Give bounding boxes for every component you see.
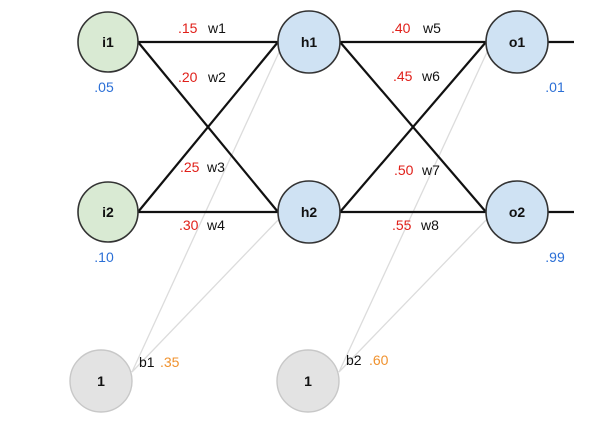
bias-edge-b1-h2 [131,217,281,373]
node-i2: i2 [77,181,139,243]
weight-label-w2: .20 w2 [178,69,226,85]
bias-b1-value: .35 [160,354,180,370]
node-b2: 1 [276,349,340,413]
node-b1-label: 1 [97,373,105,389]
node-i1: i1 [77,11,139,73]
weight-w8-value: .55 [392,217,412,233]
node-o1-label: o1 [509,34,526,50]
bias-b2-name: b2 [346,352,362,368]
node-i2-label: i2 [102,204,114,220]
weight-w4-name: w4 [206,217,225,233]
weight-w6-name: w6 [421,68,440,84]
weight-label-w6: .45 w6 [393,68,440,84]
bias-edge-b2-o2 [338,217,489,373]
weight-label-w8: .55 w8 [392,217,439,233]
node-i2-value: .10 [94,249,114,265]
node-o2-value: .99 [545,249,565,265]
weight-w5-name: w5 [422,20,441,36]
weight-w7-value: .50 [394,162,414,178]
weight-w6-value: .45 [393,68,413,84]
node-i1-value: .05 [94,79,114,95]
weight-w1-value: .15 [178,20,198,36]
node-h2: h2 [277,180,341,244]
node-b1: 1 [69,349,133,413]
node-h2-label: h2 [301,204,318,220]
weight-label-w4: .30 w4 [179,217,225,233]
weight-label-w5: .40 w5 [391,20,441,36]
weight-label-w1: .15 w1 [178,20,226,36]
weight-w7-name: w7 [421,162,440,178]
weight-w1-name: w1 [207,20,226,36]
weight-label-w7: .50 w7 [394,162,440,178]
node-o2: o2 [485,180,549,244]
weight-w2-name: w2 [207,69,226,85]
node-i1-label: i1 [102,34,114,50]
weight-w3-value: .25 [180,159,200,175]
weight-label-w3: .25 w3 [180,159,225,175]
edge-w3 [137,41,279,213]
bias-b1-name: b1 [139,354,155,370]
bias-b2-value: .60 [369,352,389,368]
weight-w5-value: .40 [391,20,411,36]
weight-w4-value: .30 [179,217,199,233]
node-h1-label: h1 [301,34,318,50]
node-o1-value: .01 [545,79,565,95]
edge-w7 [339,41,487,213]
node-b2-label: 1 [304,373,312,389]
weight-w8-name: w8 [420,217,439,233]
node-h1: h1 [277,10,341,74]
node-o1: o1 [485,10,549,74]
weight-w2-value: .20 [178,69,198,85]
weight-w3-name: w3 [206,159,225,175]
node-o2-label: o2 [509,204,526,220]
